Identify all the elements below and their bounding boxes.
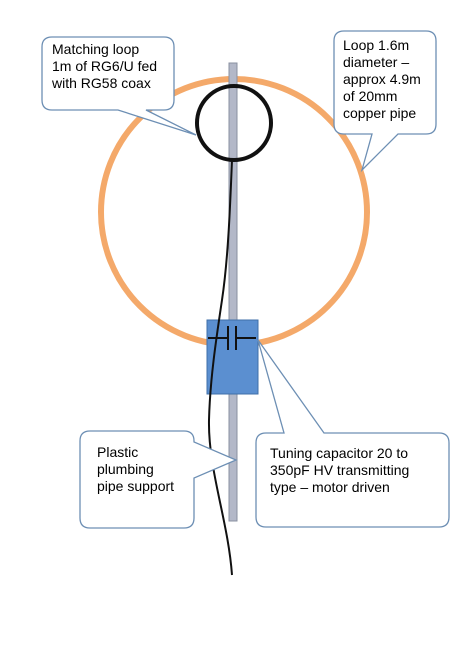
callout-pipe-support-text: Plastic plumbing pipe support [97, 444, 174, 494]
callout-capacitor [255, 339, 450, 528]
callout-pipe-support [79, 430, 238, 529]
coax-cable [207, 159, 233, 576]
callout-matching-loop-text: Matching loop 1m of RG6/U fed with RG58 … [51, 41, 161, 91]
callout-main-loop-text: Loop 1.6m diameter – approx 4.9m of 20mm… [343, 37, 425, 121]
callout-capacitor-text: Tuning capacitor 20 to 350pF HV transmit… [270, 445, 413, 495]
pipe-support [228, 62, 238, 522]
capacitor-symbol [208, 326, 256, 350]
callout-matching-loop [41, 36, 197, 136]
callout-main-loop [333, 30, 437, 173]
capacitor-box [206, 319, 259, 395]
matching-loop [195, 84, 273, 162]
